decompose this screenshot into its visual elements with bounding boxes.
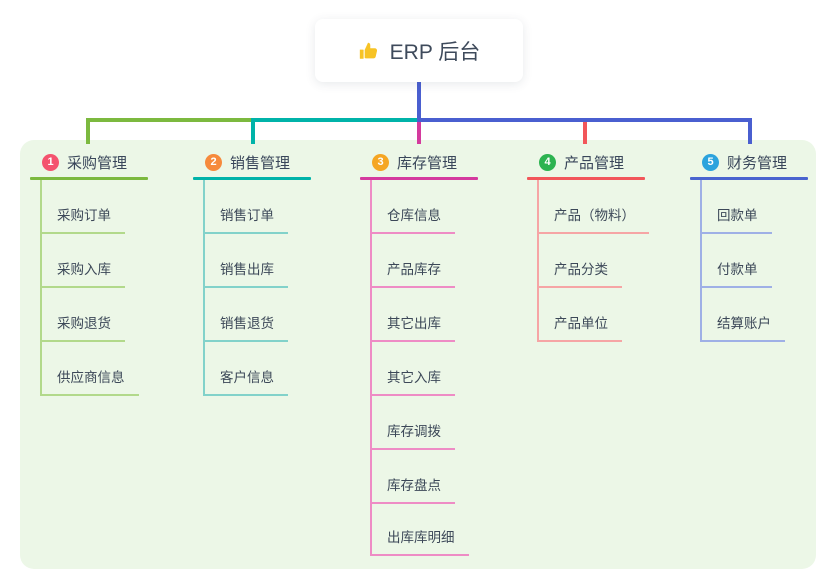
branch-node-finance[interactable]: 5 财务管理 [690, 150, 808, 174]
branch-node-purchase[interactable]: 1 采购管理 [30, 150, 148, 174]
child-node[interactable]: 出库库明细 [370, 526, 469, 556]
badge-2: 2 [205, 153, 222, 171]
child-node[interactable]: 付款单 [700, 258, 772, 288]
child-node[interactable]: 采购入库 [40, 258, 125, 288]
child-row: 产品（物料） [537, 180, 649, 234]
child-node[interactable]: 结算账户 [700, 312, 785, 342]
child-row: 产品库存 [370, 234, 478, 288]
branch-label-text: 财务管理 [727, 154, 788, 172]
child-node[interactable]: 库存调拨 [370, 420, 455, 450]
child-row: 销售出库 [203, 234, 311, 288]
branch-node-sales[interactable]: 2 销售管理 [193, 150, 311, 174]
child-row: 采购退货 [40, 288, 148, 342]
branch-sales: 2 销售管理 销售订单 销售出库 销售退货 客户信息 [193, 150, 311, 396]
branch-finance: 5 财务管理 回款单 付款单 结算账户 [690, 150, 808, 342]
child-node[interactable]: 销售退货 [203, 312, 288, 342]
child-node[interactable]: 销售订单 [203, 204, 288, 234]
child-node[interactable]: 采购退货 [40, 312, 125, 342]
child-row: 产品单位 [537, 288, 649, 342]
branch-children: 产品（物料） 产品分类 产品单位 [537, 180, 649, 342]
connector-horizontal-branch2 [252, 118, 421, 122]
connector-drop-branch5 [748, 118, 752, 144]
branch-underline [360, 177, 478, 180]
branch-underline [690, 177, 808, 180]
child-row: 出库库明细 [370, 504, 478, 556]
badge-5: 5 [702, 153, 719, 171]
branch-purchase: 1 采购管理 采购订单 采购入库 采购退货 供应商信息 [30, 150, 148, 396]
branch-node-inventory[interactable]: 3 库存管理 [360, 150, 478, 174]
child-node[interactable]: 客户信息 [203, 366, 288, 396]
child-row: 付款单 [700, 234, 808, 288]
badge-3: 3 [372, 153, 389, 171]
child-row: 仓库信息 [370, 180, 478, 234]
child-row: 采购入库 [40, 234, 148, 288]
connector-drop-branch3 [417, 122, 421, 144]
branch-inventory: 3 库存管理 仓库信息 产品库存 其它出库 其它入库 库存调拨 库存盘点 出库库… [360, 150, 478, 556]
connector-drop-branch4 [583, 122, 587, 144]
connector-horizontal-branch5 [417, 118, 752, 122]
badge-1: 1 [42, 153, 59, 171]
branch-children: 采购订单 采购入库 采购退货 供应商信息 [40, 180, 148, 396]
branch-label-text: 销售管理 [230, 154, 291, 172]
child-node[interactable]: 库存盘点 [370, 474, 455, 504]
child-node[interactable]: 回款单 [700, 204, 772, 234]
child-node[interactable]: 产品单位 [537, 312, 622, 342]
child-row: 库存盘点 [370, 450, 478, 504]
branch-underline [30, 177, 148, 180]
badge-4: 4 [539, 153, 556, 171]
branch-children: 销售订单 销售出库 销售退货 客户信息 [203, 180, 311, 396]
child-node[interactable]: 产品（物料） [537, 204, 649, 234]
connector-drop-branch2 [251, 118, 255, 144]
thumbs-up-icon [358, 40, 380, 62]
branch-product: 4 产品管理 产品（物料） 产品分类 产品单位 [527, 150, 649, 342]
connector-root-stem [417, 82, 421, 120]
child-row: 其它出库 [370, 288, 478, 342]
connector-horizontal-branch1 [86, 118, 254, 122]
child-node[interactable]: 产品库存 [370, 258, 455, 288]
child-row: 供应商信息 [40, 342, 148, 396]
branch-children: 回款单 付款单 结算账户 [700, 180, 808, 342]
child-row: 结算账户 [700, 288, 808, 342]
root-node[interactable]: ERP 后台 [315, 19, 523, 82]
child-node[interactable]: 产品分类 [537, 258, 622, 288]
child-row: 其它入库 [370, 342, 478, 396]
branch-label-text: 库存管理 [397, 154, 458, 172]
connector-drop-branch1 [86, 118, 90, 144]
root-label: ERP 后台 [389, 40, 481, 64]
child-row: 销售订单 [203, 180, 311, 234]
child-row: 采购订单 [40, 180, 148, 234]
mindmap-panel [20, 140, 816, 569]
child-node[interactable]: 仓库信息 [370, 204, 455, 234]
child-row: 客户信息 [203, 342, 311, 396]
child-node[interactable]: 供应商信息 [40, 366, 139, 396]
branch-underline [193, 177, 311, 180]
child-node[interactable]: 其它出库 [370, 312, 455, 342]
child-row: 销售退货 [203, 288, 311, 342]
child-node[interactable]: 采购订单 [40, 204, 125, 234]
child-row: 产品分类 [537, 234, 649, 288]
child-node[interactable]: 其它入库 [370, 366, 455, 396]
branch-label-text: 采购管理 [67, 154, 128, 172]
branch-node-product[interactable]: 4 产品管理 [527, 150, 649, 174]
child-node[interactable]: 销售出库 [203, 258, 288, 288]
child-row: 回款单 [700, 180, 808, 234]
branch-underline [527, 177, 645, 180]
branch-children: 仓库信息 产品库存 其它出库 其它入库 库存调拨 库存盘点 出库库明细 [370, 180, 478, 556]
branch-label-text: 产品管理 [564, 154, 625, 172]
child-row: 库存调拨 [370, 396, 478, 450]
